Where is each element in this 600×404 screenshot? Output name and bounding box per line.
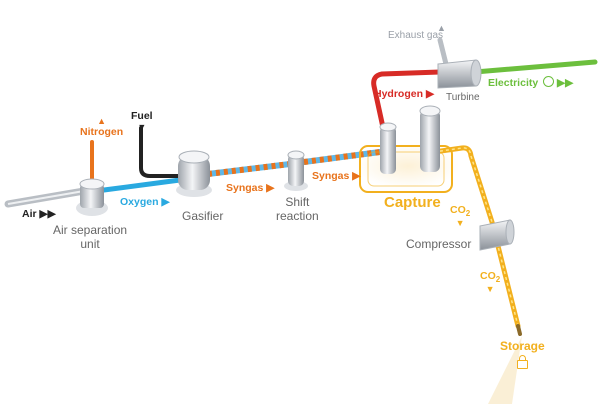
electricity-label: Electricity ▶▶ <box>488 76 574 89</box>
hydrogen-label: Hydrogen ▶ <box>374 88 435 100</box>
fuel-pipe <box>139 126 182 178</box>
hydrogen-pipe <box>371 69 443 135</box>
arrow-down-icon: ▼ <box>137 122 147 133</box>
oxygen-label: Oxygen ▶ <box>120 196 170 208</box>
co2-label-1: CO2 ▼ <box>450 204 471 229</box>
exhaust-gas-label: Exhaust gas <box>388 30 444 41</box>
arrow-right-icon: ▶ <box>266 182 275 194</box>
gasifier-label: Gasifier <box>182 209 224 223</box>
shift-reaction-label: Shift reaction <box>276 195 319 223</box>
storage-label: Storage <box>500 339 545 373</box>
arrow-right-icon: ▶▶ <box>557 77 574 89</box>
air-separation-unit-label: Air separation unit <box>53 223 128 251</box>
syngas-label-1: Syngas ▶ <box>226 182 275 194</box>
arrow-right-icon: ▶ <box>352 170 361 182</box>
air-separation-unit-shape <box>76 178 108 216</box>
air-label: Air ▶▶ <box>22 208 56 220</box>
shift-reaction-shape <box>284 150 308 191</box>
fuel-label: Fuel ▼ <box>131 110 153 133</box>
storage-beam <box>488 336 522 404</box>
exhaust-pipe <box>437 37 449 67</box>
arrow-right-icon: ▶ <box>161 196 170 208</box>
turbine-shape <box>437 59 482 89</box>
syngas-label-2: Syngas ▶ <box>312 170 361 182</box>
capture-towers-shape <box>379 105 441 174</box>
arrow-up-icon: ▲ <box>97 116 107 126</box>
capture-outline <box>359 145 453 193</box>
arrow-down-icon: ▼ <box>485 284 495 295</box>
oxygen-pipe <box>101 177 183 193</box>
nitrogen-label: ▲ Nitrogen <box>80 116 124 139</box>
capture-label: Capture <box>384 194 441 211</box>
lock-icon <box>516 354 528 369</box>
arrow-right-icon: ▶▶ <box>39 208 56 220</box>
turbine-label: Turbine <box>446 92 480 103</box>
compressor-label: Compressor <box>406 237 472 251</box>
arrow-up-icon: ▲ <box>437 23 446 33</box>
co2-label-2: CO2 ▼ <box>480 270 501 295</box>
gasifier-shape <box>176 150 212 197</box>
electricity-line <box>472 59 598 75</box>
power-icon <box>543 76 555 87</box>
arrow-down-icon: ▼ <box>455 218 465 229</box>
compressor-shape <box>479 219 515 251</box>
arrow-right-icon: ▶ <box>425 88 435 100</box>
